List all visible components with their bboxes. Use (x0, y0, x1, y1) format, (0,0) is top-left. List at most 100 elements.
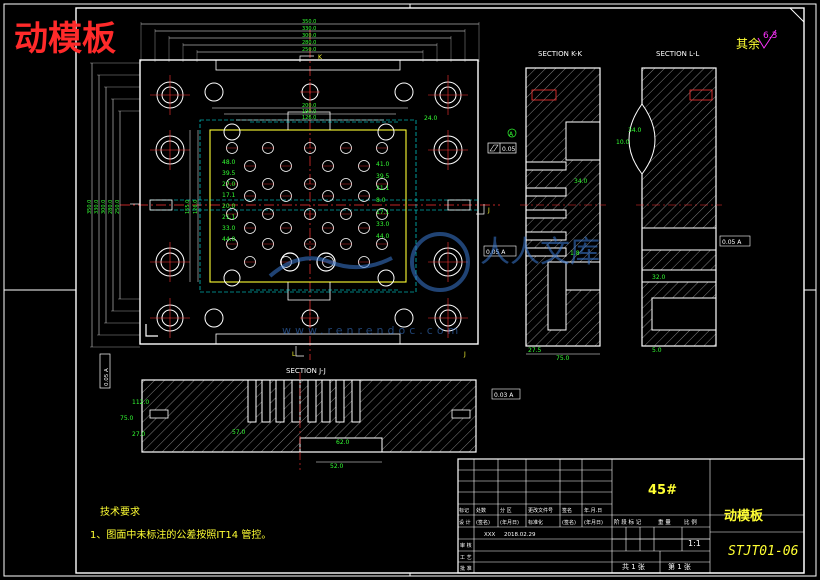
jj-dim-1: 75.0 (120, 415, 134, 422)
tb-row2-3: 标准化 (528, 519, 543, 526)
roughness-symbol: 其余 6.3 (736, 29, 777, 51)
ejector-pin-holes (226, 142, 388, 272)
grid-dim-right-3: 8.0 (376, 197, 386, 204)
section-ll-view: SECTION L-L 10.0 34.0 32.0 5.0 0.05 A (616, 50, 751, 354)
top-dim-2: 300.0 (302, 33, 316, 39)
inner-vert-dim-1: 126.0 (193, 200, 199, 214)
tb-approve: 批 准 (460, 565, 472, 572)
tb-material: 45# (648, 483, 677, 498)
roughness-value: 6.3 (763, 31, 777, 41)
tb-header-5: 年.月.日 (584, 507, 602, 514)
tb-row2-0: 设 计 (459, 519, 471, 526)
grid-dim-right-5: 33.0 (376, 221, 390, 228)
grid-dim-left-6: 33.0 (222, 225, 236, 232)
datum-a-label: A (509, 131, 514, 138)
kk-dim-3: 75.0 (556, 355, 570, 362)
ll-dim-2: 32.0 (652, 274, 666, 281)
tb-stage: 阶 段 标 记 (614, 518, 642, 526)
inner-dim-1: 190.0 (302, 109, 316, 115)
left-dim-4: 250.0 (115, 200, 121, 214)
grid-dim-left-1: 39.5 (222, 170, 236, 177)
mid-right-dim: 24.0 (424, 115, 438, 122)
tb-row2-1: (签名) (476, 519, 490, 526)
tb-header-row: 标记处数 分 区 更改文件号 签名 年.月.日 (459, 507, 602, 514)
grid-dims: 48.039.527.017.120.021.133.044.041.039.5… (222, 159, 390, 243)
inner-dim-0: 200.0 (302, 103, 316, 109)
left-dim-1: 330.0 (94, 200, 100, 214)
top-dim-0: 350.0 (302, 19, 316, 25)
tb-header-4: 签名 (562, 507, 572, 514)
tb-row2-5: (年月日) (584, 519, 603, 526)
marker-k-top: K (318, 54, 323, 61)
grid-dim-right-2: 21.1 (376, 185, 390, 192)
tb-header-2: 分 区 (500, 507, 512, 514)
tb-scale: 1:1 (688, 539, 701, 548)
technical-notes: 技术要求 1、图面中未标注的公差按照IT14 管控。 (90, 505, 271, 541)
kk-dim-2: 27.5 (528, 347, 542, 354)
hole-crosshairs (150, 75, 468, 338)
tb-row2-4: (签名) (562, 519, 576, 526)
jj-dim-4: 52.0 (330, 463, 344, 470)
ll-dim-1: 34.0 (628, 127, 642, 134)
datum-flatness-frame: 0.05 A (487, 128, 517, 154)
tb-ratio: 比 例 (684, 518, 697, 526)
inner-dim-2: 126.0 (302, 115, 316, 121)
grid-dim-left-0: 48.0 (222, 159, 236, 166)
main-plan-view: 48.039.527.017.120.021.133.044.041.039.5… (87, 19, 517, 389)
tb-header-3: 更改文件号 (528, 507, 553, 514)
ll-parallel: 0.05 A (722, 239, 742, 246)
watermark-brand: 人人文库 (480, 235, 600, 270)
section-ll-title: SECTION L-L (656, 50, 699, 58)
grid-dim-left-4: 20.0 (222, 203, 236, 210)
grid-dim-right-4: 17.1 (376, 209, 390, 216)
notes-heading: 技术要求 (100, 505, 140, 518)
grid-dim-right-6: 44.0 (376, 233, 390, 240)
grid-dim-right-1: 39.5 (376, 173, 390, 180)
jj-dim-5: 27.0 (132, 431, 146, 438)
tb-part-name: 动模板 (724, 508, 764, 524)
tb-header-0: 标记 (459, 507, 469, 514)
jj-dim-2: 57.0 (232, 429, 246, 436)
kk-dim-1: 1.8 (570, 250, 580, 257)
marker-l-bottom: L (292, 351, 296, 358)
tb-designer: XXX (484, 532, 496, 538)
left-dim-0: 350.0 (87, 200, 93, 214)
tb-header-1: 处数 (476, 507, 486, 514)
tb-weight: 重 量 (658, 518, 671, 526)
ll-dim-3: 5.0 (652, 347, 662, 354)
section-kk-view: SECTION K-K 34.0 1.8 27.5 75.0 0.05 A (483, 50, 606, 362)
left-dim-2: 300.0 (101, 200, 107, 214)
overlay-title: 动模板 (14, 19, 116, 59)
tb-row2-2: (年月日) (500, 519, 519, 526)
ll-dim-0: 10.0 (616, 139, 630, 146)
roughness-prefix: 其余 (736, 36, 760, 51)
left-dim-3: 280.0 (108, 200, 114, 214)
perp-frame: 0.05 A (99, 353, 111, 389)
section-jj-title: SECTION J-J (286, 367, 326, 375)
inner-vert-dim-0: 155.0 (185, 200, 191, 214)
section-jj-view: SECTION J-J 112.0 75.0 57.0 62.0 52.0 27… (120, 367, 521, 470)
tb-date: 2018.02.29 (504, 532, 536, 538)
jj-parallel: 0.03 A (494, 392, 514, 399)
tb-sheet-total: 共 1 张 (622, 562, 645, 571)
tb-process: 工 艺 (460, 555, 472, 561)
top-dim-4: 250.0 (302, 47, 316, 53)
notes-item1: 1、图面中未标注的公差按照IT14 管控。 (90, 528, 271, 541)
jj-dim-0: 112.0 (132, 399, 149, 406)
perp-value: 0.05 A (104, 368, 110, 386)
grid-dim-left-3: 17.1 (222, 192, 236, 199)
watermark: 人人文库 www.renrendoc.com (268, 232, 600, 337)
tb-row2: 设 计 (签名) (年月日) 标准化 (签名) (年月日) (459, 519, 603, 526)
top-dim-1: 330.0 (302, 26, 316, 32)
grid-dim-left-5: 21.1 (222, 214, 236, 221)
section-kk-title: SECTION K-K (538, 50, 582, 58)
kk-parallel: 0.05 A (486, 249, 506, 256)
gate-hole-0 (280, 252, 300, 272)
top-dim-3: 280.0 (302, 40, 316, 46)
jj-dim-3: 62.0 (336, 439, 350, 446)
cavity-pocket (209, 129, 407, 283)
grid-dim-left-2: 27.0 (222, 181, 236, 188)
tb-sheet-no: 第 1 张 (668, 562, 691, 571)
